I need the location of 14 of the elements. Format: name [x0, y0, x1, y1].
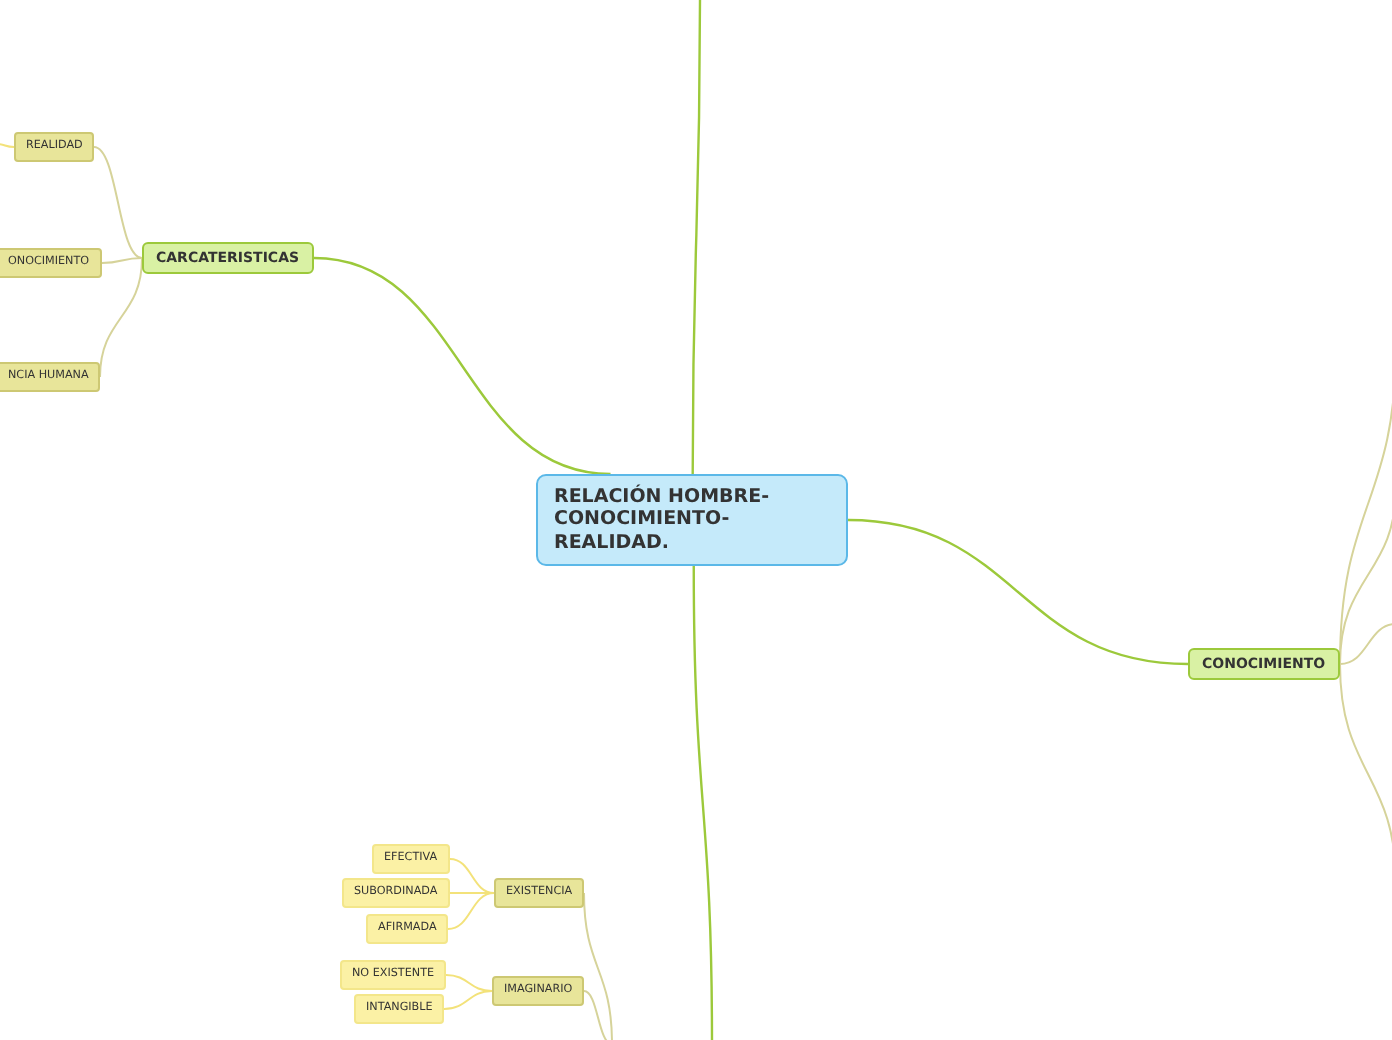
branch-line — [447, 892, 495, 930]
branch-line — [847, 518, 1189, 666]
branch-line — [443, 990, 493, 1010]
branch-line — [93, 146, 143, 259]
branch-line — [313, 256, 611, 476]
branch-line — [583, 990, 613, 1040]
branch-line — [449, 892, 495, 894]
branch-line — [1339, 623, 1392, 665]
branch-line — [692, 566, 714, 1040]
central-topic: RELACIÓN HOMBRE-CONOCIMIENTO-REALIDAD. — [536, 474, 848, 567]
branch-line — [449, 858, 495, 894]
branch-line — [101, 257, 143, 264]
branch-line — [0, 143, 15, 148]
branch-line — [691, 0, 702, 474]
